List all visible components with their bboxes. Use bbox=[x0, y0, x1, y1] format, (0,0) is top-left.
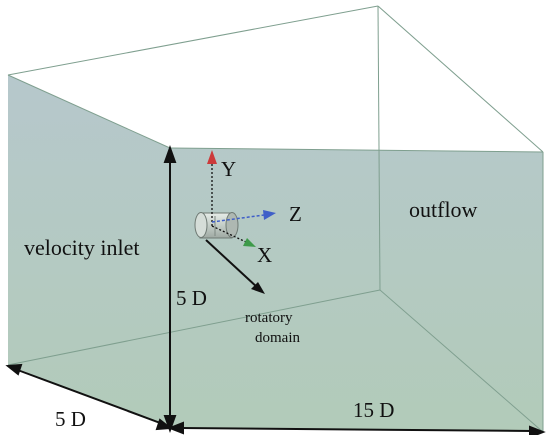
rotatory-domain-label-line1: rotatory bbox=[245, 310, 293, 326]
dimension-lines bbox=[5, 145, 546, 435]
width-dimension-line bbox=[14, 368, 164, 425]
z-axis-arrow bbox=[263, 210, 276, 220]
width-arrowhead-right bbox=[155, 418, 173, 431]
length-arrowhead-left bbox=[167, 421, 184, 435]
domain-box bbox=[8, 75, 543, 432]
length-dimension-line bbox=[179, 427, 534, 432]
coordinate-axes bbox=[207, 150, 276, 247]
z-axis-line bbox=[211, 214, 265, 223]
height-arrowhead-bottom bbox=[163, 415, 177, 433]
rotatory-domain-label-line2: domain bbox=[255, 330, 300, 346]
width-dimension-label: 5 D bbox=[55, 407, 86, 431]
x-axis-arrow bbox=[243, 238, 256, 247]
velocity-inlet-label: velocity inlet bbox=[24, 235, 139, 260]
width-arrowhead-left bbox=[5, 363, 23, 376]
y-axis-arrow bbox=[207, 150, 217, 164]
height-arrowhead-top bbox=[163, 145, 177, 163]
axis-label-z: Z bbox=[289, 202, 302, 226]
outflow-label: outflow bbox=[409, 197, 478, 222]
box-edges bbox=[7, 5, 544, 433]
axis-label-y: Y bbox=[221, 157, 236, 181]
axis-label-x: X bbox=[257, 243, 272, 267]
rotatory-domain-cylinder bbox=[194, 212, 239, 239]
length-dimension-label: 15 D bbox=[353, 398, 394, 422]
height-dimension-label: 5 D bbox=[176, 286, 207, 310]
rotatory-leader-arrow bbox=[205, 239, 265, 294]
